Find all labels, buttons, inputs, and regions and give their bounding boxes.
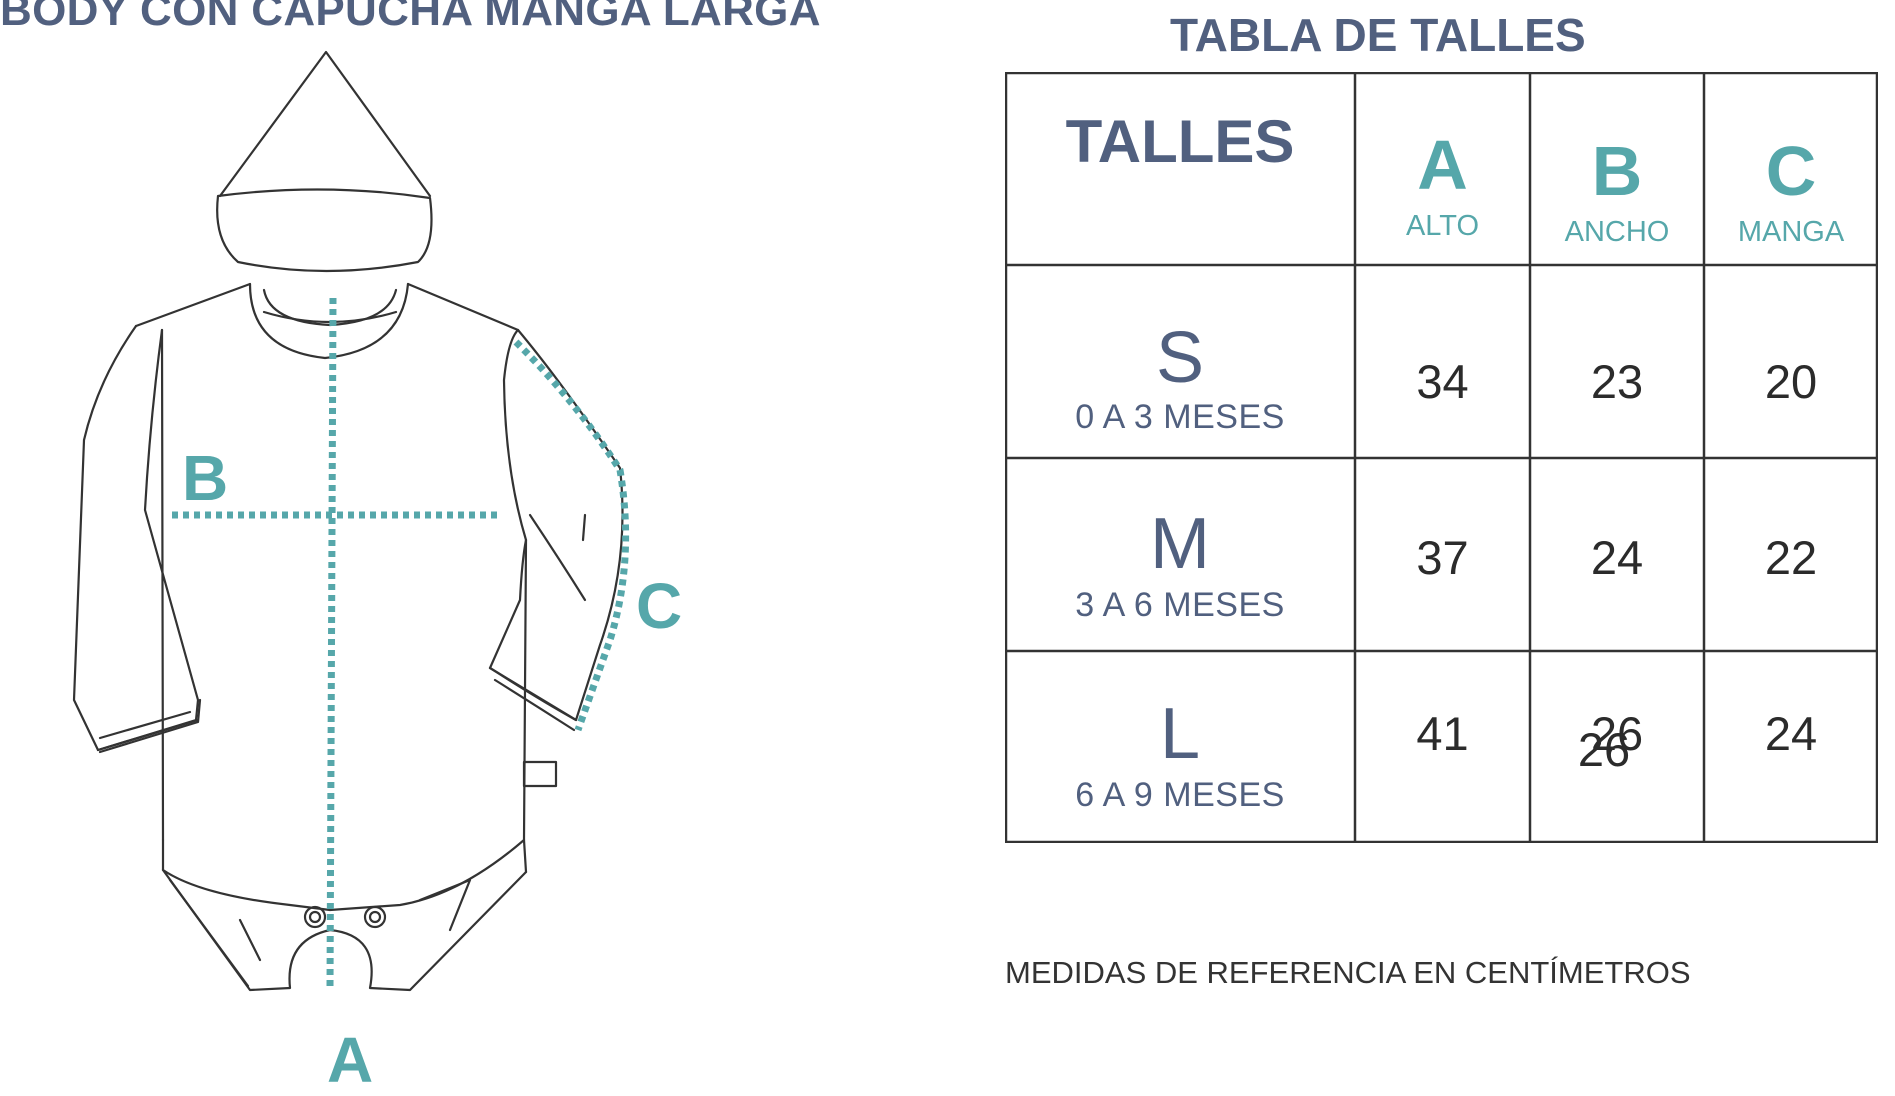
size-chart-title: TABLA DE TALLES bbox=[1170, 9, 1586, 61]
size-age-range: 0 A 3 MESES bbox=[1075, 398, 1285, 436]
bodysuit-illustration bbox=[72, 50, 630, 992]
hood-brim bbox=[216, 188, 433, 273]
column-header-a: A ALTO bbox=[1355, 130, 1530, 243]
collar-inner bbox=[262, 288, 398, 327]
left-side bbox=[160, 328, 165, 842]
collar bbox=[248, 282, 410, 360]
snap-right bbox=[363, 905, 387, 929]
size-cell-l: L 6 A 9 MESES bbox=[1005, 698, 1355, 815]
bottom-hem bbox=[161, 838, 528, 912]
table-cell: 37 bbox=[1416, 531, 1469, 584]
side-tag bbox=[522, 760, 558, 788]
table-cell: 22 bbox=[1764, 531, 1818, 584]
size-chart-table: TALLES A ALTO B ANCHO C MANGA S 0 A 3 ME… bbox=[1005, 72, 1878, 843]
right-sleeve bbox=[488, 328, 624, 722]
measure-a-line bbox=[326, 297, 337, 989]
table-cell-overprint: 26 bbox=[1577, 723, 1631, 776]
size-cell-m: M 3 A 6 MESES bbox=[1005, 508, 1355, 625]
table-cell: 24 bbox=[1764, 707, 1818, 760]
table-grid bbox=[1005, 72, 1878, 843]
size-cell-s: S 0 A 3 MESES bbox=[1005, 322, 1355, 437]
column-name: ALTO bbox=[1405, 210, 1480, 242]
table-cell: 24 bbox=[1590, 531, 1644, 584]
table-cell: 34 bbox=[1416, 355, 1469, 408]
table-cell: 26 bbox=[1590, 707, 1644, 760]
right-side bbox=[522, 538, 528, 842]
table-cell: 41 bbox=[1416, 707, 1469, 760]
size-letter: M bbox=[1150, 504, 1210, 584]
size-age-range: 3 A 6 MESES bbox=[1075, 586, 1285, 624]
column-name: ANCHO bbox=[1564, 216, 1670, 248]
left-sleeve bbox=[72, 324, 200, 752]
table-cell: 20 bbox=[1764, 355, 1818, 408]
size-age-range: 6 A 9 MESES bbox=[1075, 776, 1285, 814]
column-name: MANGA bbox=[1737, 216, 1845, 248]
size-letter: S bbox=[1155, 318, 1205, 398]
product-title: BODY CON CAPUCHA MANGA LARGA bbox=[0, 0, 821, 35]
snap-left bbox=[303, 905, 327, 929]
column-letter: C bbox=[1765, 132, 1817, 210]
column-header-c: C MANGA bbox=[1704, 136, 1878, 249]
measure-c-line bbox=[513, 339, 630, 732]
dimension-label-c: C bbox=[636, 570, 683, 642]
dimension-label-a: A bbox=[327, 1024, 374, 1096]
right-shoulder bbox=[406, 282, 520, 332]
header-talles: TALLES bbox=[1065, 108, 1295, 175]
footnote: MEDIDAS DE REFERENCIA EN CENTÍMETROS bbox=[1005, 955, 1691, 990]
left-shoulder bbox=[134, 282, 252, 328]
left-leg bbox=[161, 868, 528, 992]
column-letter: B bbox=[1591, 132, 1643, 210]
dimension-label-b: B bbox=[182, 442, 229, 514]
table-cell: 23 bbox=[1590, 355, 1644, 408]
hood-outline bbox=[218, 50, 432, 198]
size-letter: L bbox=[1159, 694, 1201, 774]
column-header-b: B ANCHO bbox=[1530, 136, 1704, 249]
column-letter: A bbox=[1417, 126, 1468, 204]
